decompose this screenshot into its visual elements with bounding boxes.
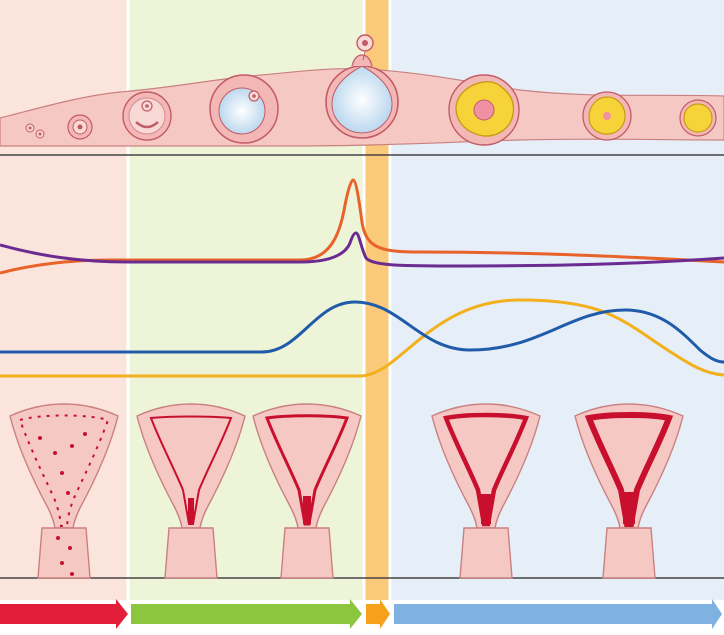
corpus-luteum-icon (582, 91, 632, 141)
follicle-icon (25, 123, 35, 133)
right-arrow-icon (394, 599, 722, 629)
ovary-row (0, 34, 724, 147)
uterus-icon (574, 403, 684, 579)
follicle-icon (209, 74, 279, 144)
right-arrow-icon (131, 599, 362, 629)
follicle-icon (325, 54, 399, 139)
hormone-curves (0, 178, 724, 378)
uterus-icon (9, 403, 119, 579)
uterus-row (9, 403, 684, 579)
phase-arrows (0, 599, 722, 629)
right-arrow-icon (366, 599, 390, 629)
uterus-icon (136, 403, 246, 579)
hormone-curve-yellow (0, 298, 724, 378)
egg-release-icon (356, 34, 374, 61)
uterus-icon (431, 403, 541, 579)
hormone-curve-purple (0, 231, 724, 268)
right-arrow-icon (0, 599, 128, 629)
follicle-icon (35, 129, 45, 139)
corpus-luteum-icon (448, 74, 520, 146)
uterus-icon (252, 403, 362, 579)
follicle-icon (67, 114, 93, 140)
hormone-curve-blue (0, 300, 724, 364)
hormone-curve-orange (0, 178, 724, 275)
corpus-luteum-icon (679, 99, 717, 137)
follicle-icon (122, 91, 172, 141)
